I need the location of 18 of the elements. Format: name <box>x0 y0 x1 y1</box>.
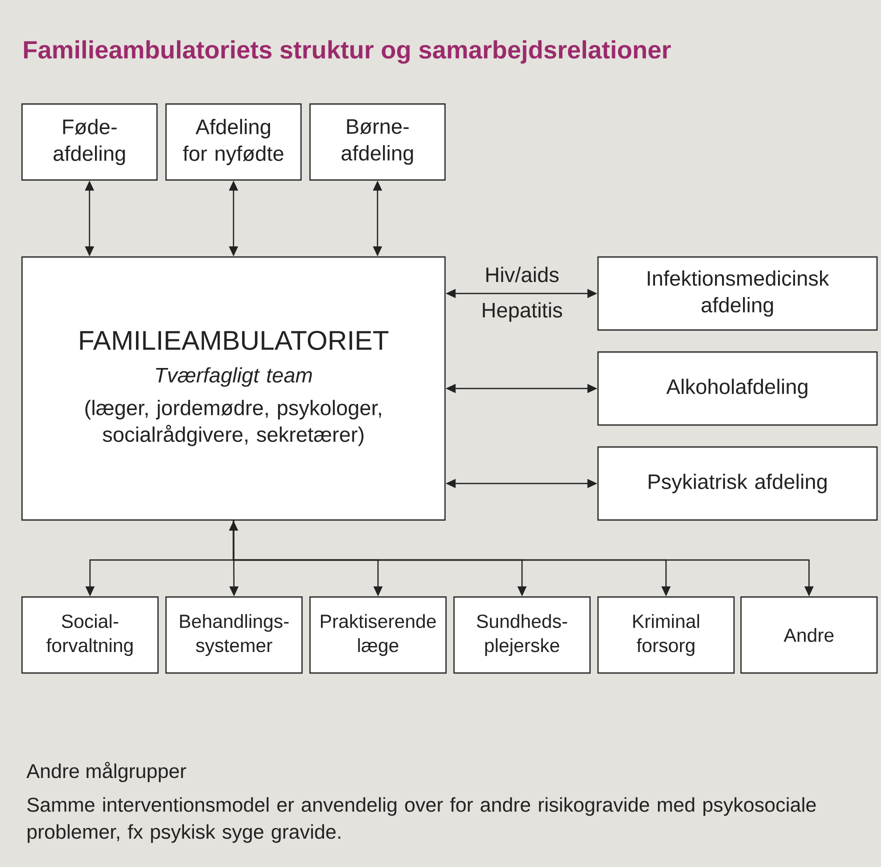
line-label: Hepatitis <box>479 300 565 324</box>
note-heading: Andre målgrupper <box>26 762 186 782</box>
department-box: Afdeling for nyfødte <box>165 103 302 181</box>
department-box: Psykiatrisk afdeling <box>597 446 878 521</box>
note-text: Samme interventionsmodel er anvendelig over for andre risikogravide med psykosociale problemer, fx psykisk syge gravide. <box>27 797 816 843</box>
department-box: Behandlings- systemer <box>165 596 303 674</box>
department-box: Andre <box>740 596 878 674</box>
department-box: Kriminal forsorg <box>597 596 735 674</box>
department-box: Infektionsmedicinsk afdeling <box>597 256 878 331</box>
department-box: Alkoholafdeling <box>597 351 878 426</box>
edge-label: Hiv/aids <box>482 264 562 284</box>
department-box: Social- forvaltning <box>21 596 159 674</box>
team-box: FAMILIEAMBULATORIET Tværfagligt team (læger, jordemødre, psykologer, socialrådgivere, sekretærer) <box>21 256 446 521</box>
department-box: Føde- afdeling <box>21 103 158 181</box>
department-box: Praktiserende læge <box>309 596 447 674</box>
department-box: Børne- afdeling <box>309 103 446 181</box>
title: Familieambulatoriets struktur og samarbejdsrelationer <box>24 40 671 64</box>
department-box: Sundheds- plejerske <box>453 596 591 674</box>
